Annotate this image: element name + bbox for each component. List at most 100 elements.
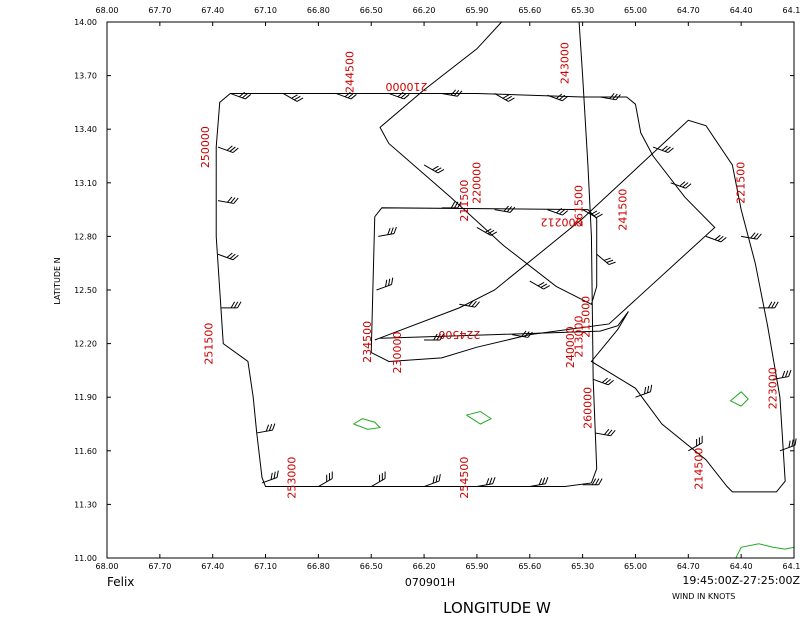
coastlines xyxy=(353,391,795,559)
wind-barb xyxy=(230,91,252,100)
y-tick-label: 12.20 xyxy=(74,340,97,349)
wind-barb xyxy=(758,301,779,309)
x-tick-label-top: 64.10 xyxy=(783,6,800,15)
y-tick-label: 14.00 xyxy=(74,18,97,27)
x-tick-label-top: 68.00 xyxy=(96,6,119,15)
y-tick-label: 11.30 xyxy=(74,500,97,509)
time-label: 250000 xyxy=(199,126,212,168)
wind-barb xyxy=(376,277,394,291)
time-label: 254500 xyxy=(458,457,471,499)
wind-barb xyxy=(388,91,410,100)
wind-barb xyxy=(441,89,463,97)
wind-barb xyxy=(261,470,279,484)
x-tick-label-top: 67.10 xyxy=(254,6,277,15)
y-tick-label: 13.40 xyxy=(74,125,97,134)
wind-barb xyxy=(424,333,445,341)
wind-barb xyxy=(494,93,515,102)
x-tick-label-bottom: 68.00 xyxy=(96,562,119,571)
wind-barb xyxy=(459,300,480,308)
time-label: 251500 xyxy=(203,323,216,365)
time-range: 19:45:00Z-27:25:00Z xyxy=(682,574,800,587)
wind-barb xyxy=(476,477,496,488)
x-tick-label-bottom: 65.30 xyxy=(571,562,594,571)
time-label: 210000 xyxy=(385,80,427,93)
wind-barb xyxy=(378,226,397,237)
y-tick-label: 11.60 xyxy=(74,447,97,456)
y-tick-label: 13.10 xyxy=(74,179,97,188)
wind-barb xyxy=(217,252,239,261)
flight-track-1 xyxy=(215,21,716,488)
y-tick-label: 12.80 xyxy=(74,232,97,241)
time-label: 220000 xyxy=(470,162,483,204)
wind-barb xyxy=(512,330,533,338)
x-tick-label-bottom: 66.20 xyxy=(413,562,436,571)
flight-track-2 xyxy=(374,119,786,493)
wind-barb xyxy=(217,145,239,154)
flight-tracks xyxy=(215,21,786,493)
x-tick-label-top: 67.70 xyxy=(148,6,171,15)
wind-barb xyxy=(596,253,616,266)
coastline xyxy=(466,410,492,425)
wind-barb xyxy=(529,477,549,488)
x-tick-label-top: 65.30 xyxy=(571,6,594,15)
y-axis-label: LATITUDE N xyxy=(53,257,62,304)
wind-barbs xyxy=(217,89,797,488)
time-label: 000212 xyxy=(540,216,582,229)
time-label: 211500 xyxy=(458,180,471,222)
y-tick-label: 11.00 xyxy=(74,554,97,563)
wind-barb xyxy=(705,234,727,243)
wind-barb xyxy=(441,201,462,209)
time-label: 234500 xyxy=(361,321,374,363)
wind-barb xyxy=(423,164,445,174)
x-tick-label-bottom: 64.10 xyxy=(783,562,800,571)
wind-barb xyxy=(282,93,304,102)
wind-barb xyxy=(779,438,797,452)
wind-barb xyxy=(335,91,357,100)
time-label: 261500 xyxy=(573,185,586,227)
storm-name: Felix xyxy=(107,575,134,589)
time-label: 244500 xyxy=(344,51,357,93)
x-tick-label-bottom: 65.00 xyxy=(624,562,647,571)
wind-barb xyxy=(670,181,692,189)
time-label: 243000 xyxy=(559,42,572,84)
time-label: 224500 xyxy=(438,328,480,341)
x-tick-label-top: 67.40 xyxy=(201,6,224,15)
time-label: 230000 xyxy=(391,332,404,374)
axis-ticks: 68.0068.0067.7067.7067.4067.4067.1067.10… xyxy=(74,6,800,571)
time-label: 260000 xyxy=(581,387,594,429)
units-note: WIND IN KNOTS xyxy=(672,592,735,601)
x-tick-label-bottom: 64.40 xyxy=(730,562,753,571)
wind-barb xyxy=(318,471,333,487)
x-tick-label-bottom: 65.90 xyxy=(465,562,488,571)
x-tick-label-top: 66.80 xyxy=(307,6,330,15)
time-label: 241500 xyxy=(617,189,630,231)
wind-barb xyxy=(688,435,703,452)
y-tick-label: 11.90 xyxy=(74,393,97,402)
wind-barb xyxy=(741,232,762,240)
coastline xyxy=(353,418,382,430)
wind-barb xyxy=(221,301,242,309)
wind-barb xyxy=(529,280,550,290)
wind-barb xyxy=(594,428,616,437)
x-tick-label-bottom: 66.50 xyxy=(360,562,383,571)
coastline xyxy=(735,543,795,559)
x-tick-label-bottom: 67.70 xyxy=(148,562,171,571)
time-label: 214500 xyxy=(692,448,705,490)
wind-barb xyxy=(772,369,792,380)
x-tick-label-top: 65.90 xyxy=(465,6,488,15)
x-tick-label-bottom: 67.40 xyxy=(201,562,224,571)
wind-barb xyxy=(370,471,386,487)
x-tick-label-top: 65.60 xyxy=(518,6,541,15)
wind-barb xyxy=(494,205,516,213)
wind-barb xyxy=(547,93,569,102)
x-tick-label-top: 66.20 xyxy=(413,6,436,15)
flight-id: 070901H xyxy=(405,576,455,589)
time-label: 240000 xyxy=(564,326,577,368)
y-tick-label: 13.70 xyxy=(74,72,97,81)
wind-barb xyxy=(547,208,569,216)
x-tick-label-bottom: 64.70 xyxy=(677,562,700,571)
x-tick-label-bottom: 66.80 xyxy=(307,562,330,571)
wind-barb xyxy=(600,93,621,101)
